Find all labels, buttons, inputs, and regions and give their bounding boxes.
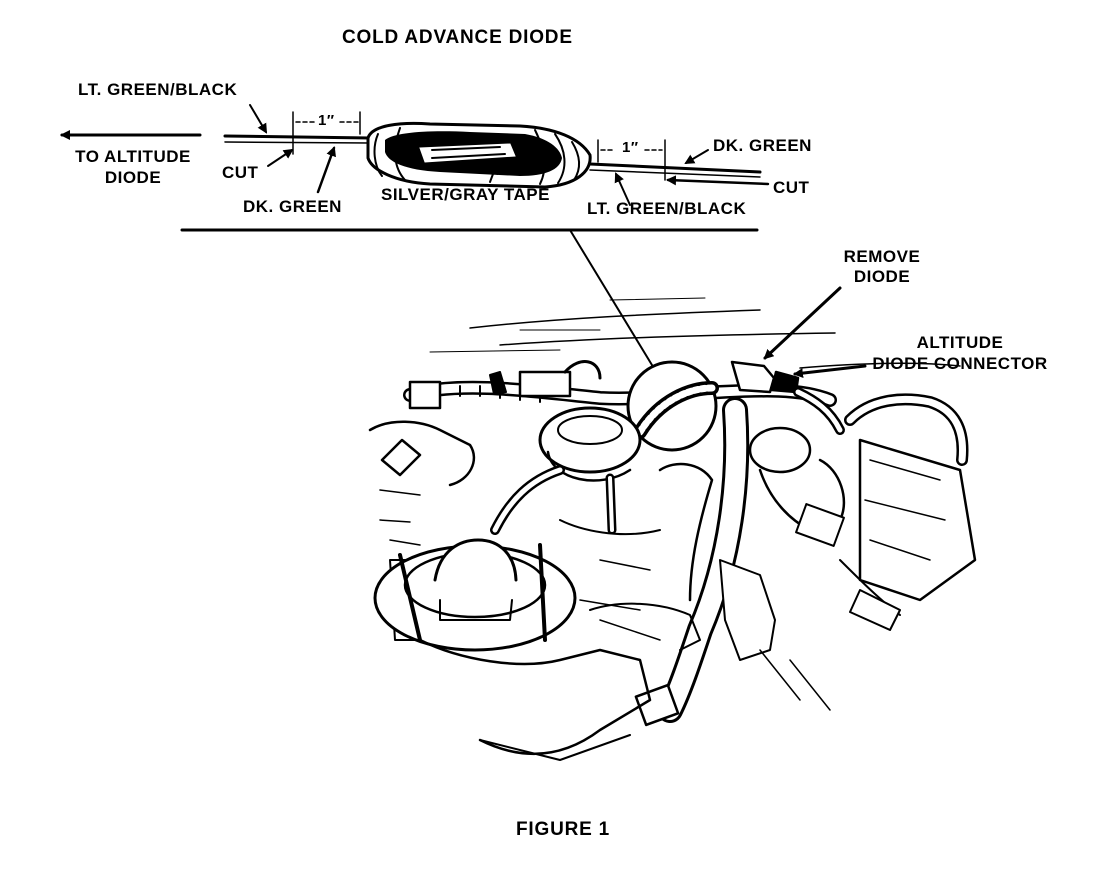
- diode-inset: [60, 104, 770, 371]
- diode-connector: [730, 360, 776, 394]
- tape-label: SILVER/GRAY TAPE: [381, 185, 550, 204]
- dimension-left-label: 1″: [318, 112, 335, 129]
- left-wire: [223, 134, 372, 140]
- figure-caption: FIGURE 1: [516, 819, 611, 840]
- altitude-connector-label-line1: ALTITUDE: [916, 333, 1004, 352]
- right-wire-color-label: LT. GREEN/BLACK: [587, 199, 747, 218]
- to-altitude-label-line1: TO ALTITUDE: [75, 147, 191, 166]
- remove-diode-arrow: [763, 286, 842, 360]
- diode-body-icon: [366, 121, 592, 189]
- diagram-title: COLD ADVANCE DIODE: [342, 27, 573, 48]
- cut-right-label: CUT: [773, 178, 810, 197]
- remove-diode-label-line1: REMOVE: [843, 247, 921, 266]
- left-wire-color-label: LT. GREEN/BLACK: [78, 80, 238, 99]
- remove-diode-label-line2: DIODE: [853, 267, 911, 286]
- right-wire: [588, 162, 762, 174]
- engine-illustration: [368, 286, 977, 761]
- altitude-connector-label-line2: DIODE CONNECTOR: [872, 354, 1048, 373]
- cut-left-label: CUT: [222, 163, 259, 182]
- to-altitude-label-line2: DIODE: [104, 168, 162, 187]
- dk-green-right-label: DK. GREEN: [713, 136, 812, 155]
- dk-green-left-label: DK. GREEN: [243, 197, 342, 216]
- connector-arrow: [793, 364, 867, 379]
- dimension-right-label: 1″: [622, 139, 639, 156]
